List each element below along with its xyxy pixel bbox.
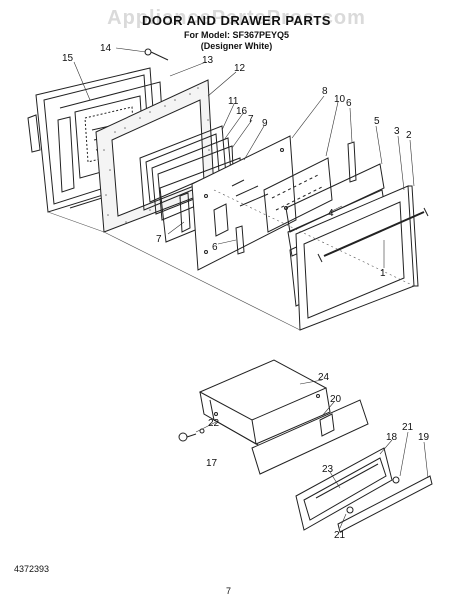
callout-21b: 21	[334, 530, 346, 541]
callout-1: 1	[380, 268, 386, 279]
callout-18: 18	[386, 432, 398, 443]
part-17-22-drawer-roller	[178, 428, 205, 442]
callout-5: 5	[374, 116, 380, 127]
callout-16: 16	[236, 106, 248, 117]
callout-24: 24	[318, 372, 330, 383]
page-number: 7	[226, 586, 232, 596]
callout-11: 11	[228, 96, 239, 107]
callout-19: 19	[418, 432, 430, 443]
callout-8: 8	[322, 86, 328, 97]
callout-2: 2	[406, 130, 412, 141]
part-20-drawer-front	[251, 399, 369, 475]
part-18-23-drawer-panel	[295, 447, 393, 531]
watermark: AppliancePartsPros.com	[107, 7, 366, 29]
callout-21: 21	[402, 422, 414, 433]
page-title: DOOR AND DRAWER PARTS	[142, 13, 331, 28]
door-inner-panel	[191, 135, 297, 271]
model-number: For Model: SF367PEYQ5	[183, 30, 290, 40]
callout-7: 7	[248, 114, 254, 125]
callout-13: 13	[202, 55, 214, 66]
part-6-hinge	[235, 141, 357, 255]
callout-20: 20	[330, 394, 342, 405]
callout-7b: 7	[156, 234, 162, 245]
callout-22: 22	[208, 418, 220, 429]
callout-15: 15	[62, 53, 74, 64]
callout-9: 9	[262, 118, 268, 129]
assembly-guide-lines	[47, 189, 415, 331]
model-variant: (Designer White)	[200, 41, 273, 51]
callout-4: 4	[328, 208, 334, 219]
part-24-drawer-body	[198, 359, 331, 447]
callout-6b: 6	[212, 242, 218, 253]
part-10-window-glass	[263, 157, 333, 233]
part-19-21-kick-panel	[337, 475, 433, 533]
document-number: 4372393	[14, 564, 50, 574]
callout-17: 17	[206, 458, 218, 469]
callout-leaders	[73, 47, 429, 529]
callout-12: 12	[234, 63, 246, 74]
callout-14: 14	[100, 43, 112, 54]
callout-3: 3	[394, 126, 400, 137]
callout-6: 6	[346, 98, 352, 109]
callout-23: 23	[322, 464, 334, 475]
callout-10: 10	[334, 94, 346, 105]
